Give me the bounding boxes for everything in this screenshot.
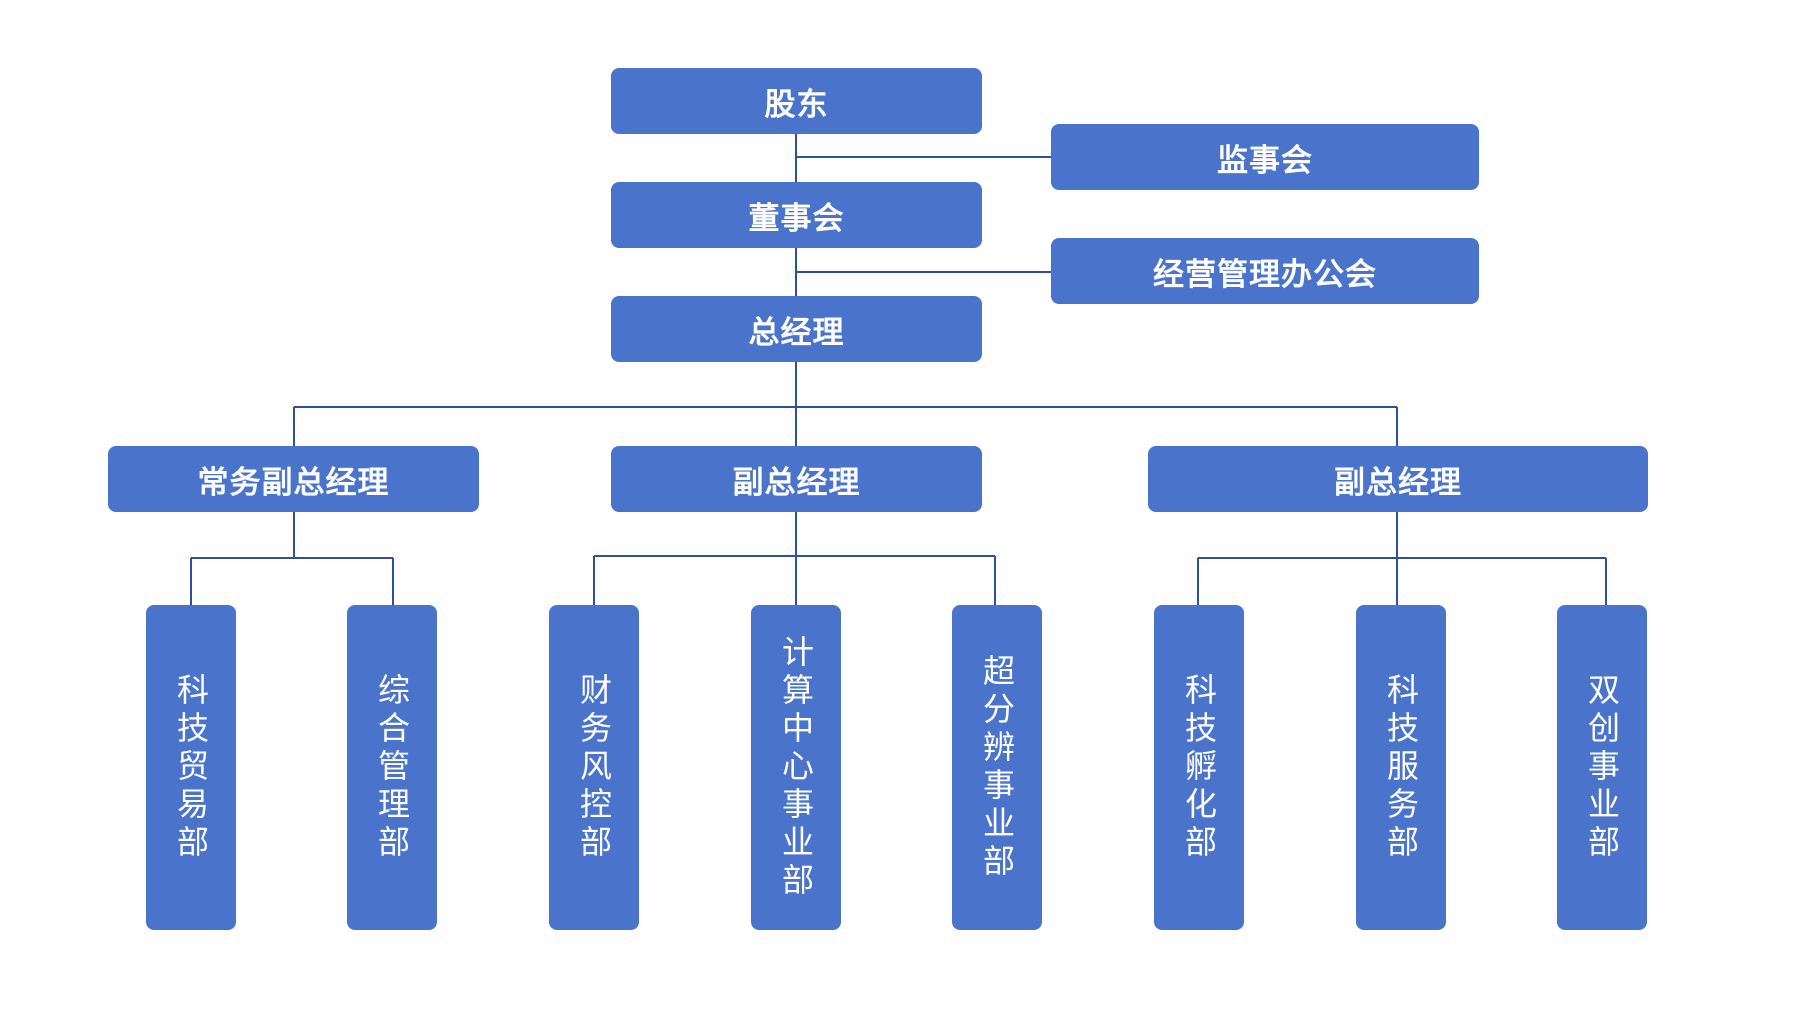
- dept-label: 综合管理部: [373, 672, 411, 863]
- node-executive-deputy: 常务副总经理: [108, 446, 479, 512]
- dept-label: 双创事业部: [1583, 672, 1621, 863]
- node-management-office-label: 经营管理办公会: [1153, 256, 1377, 293]
- node-shareholders: 股东: [611, 68, 982, 134]
- node-board-of-directors-label: 董事会: [748, 200, 845, 237]
- dept-tech-trade: 科技贸易部: [146, 605, 236, 930]
- node-deputy-right: 副总经理: [1148, 446, 1648, 512]
- dept-computing-center: 计算中心事业部: [751, 605, 841, 930]
- node-deputy-middle-label: 副总经理: [732, 464, 861, 501]
- dept-label: 科技服务部: [1382, 672, 1420, 863]
- dept-super-resolution: 超分辨事业部: [952, 605, 1042, 930]
- dept-label: 计算中心事业部: [777, 634, 815, 901]
- node-supervisory-board: 监事会: [1051, 124, 1479, 190]
- dept-finance-risk: 财务风控部: [549, 605, 639, 930]
- node-shareholders-label: 股东: [764, 86, 829, 123]
- dept-label: 科技孵化部: [1180, 672, 1218, 863]
- node-management-office: 经营管理办公会: [1051, 238, 1479, 304]
- dept-general-admin: 综合管理部: [347, 605, 437, 930]
- node-deputy-right-label: 副总经理: [1334, 464, 1462, 501]
- node-supervisory-board-label: 监事会: [1217, 142, 1313, 179]
- dept-tech-services: 科技服务部: [1356, 605, 1446, 930]
- dept-label: 科技贸易部: [172, 672, 210, 863]
- dept-innovation-entrepreneurship: 双创事业部: [1557, 605, 1647, 930]
- node-executive-deputy-label: 常务副总经理: [197, 464, 390, 501]
- dept-label: 超分辨事业部: [978, 653, 1016, 882]
- node-general-manager: 总经理: [611, 296, 982, 362]
- node-general-manager-label: 总经理: [748, 314, 845, 351]
- node-deputy-middle: 副总经理: [611, 446, 982, 512]
- dept-label: 财务风控部: [575, 672, 613, 863]
- dept-tech-incubation: 科技孵化部: [1154, 605, 1244, 930]
- node-board-of-directors: 董事会: [611, 182, 982, 248]
